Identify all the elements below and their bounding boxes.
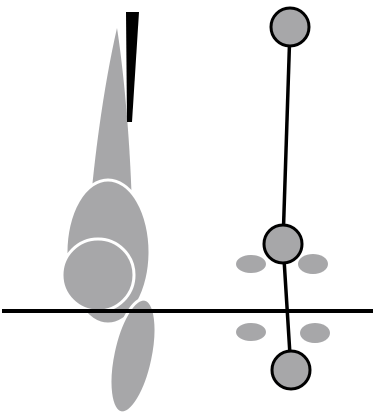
joint-marker-top — [271, 8, 309, 46]
footprint-shadow-lower-left — [236, 323, 266, 341]
footprint-shadow-upper-left — [236, 255, 266, 273]
footprint-shadow-lower-right — [300, 323, 330, 343]
linkage-upper-segment — [283, 28, 290, 243]
linkage — [283, 28, 291, 371]
pointer-wedge — [126, 12, 139, 122]
figure-body-circle — [62, 239, 134, 311]
joint-marker-bottom — [272, 351, 310, 389]
footprint-shadow-upper-right — [298, 254, 328, 274]
joint-marker-middle — [264, 225, 302, 263]
side-view-figure — [62, 28, 165, 413]
